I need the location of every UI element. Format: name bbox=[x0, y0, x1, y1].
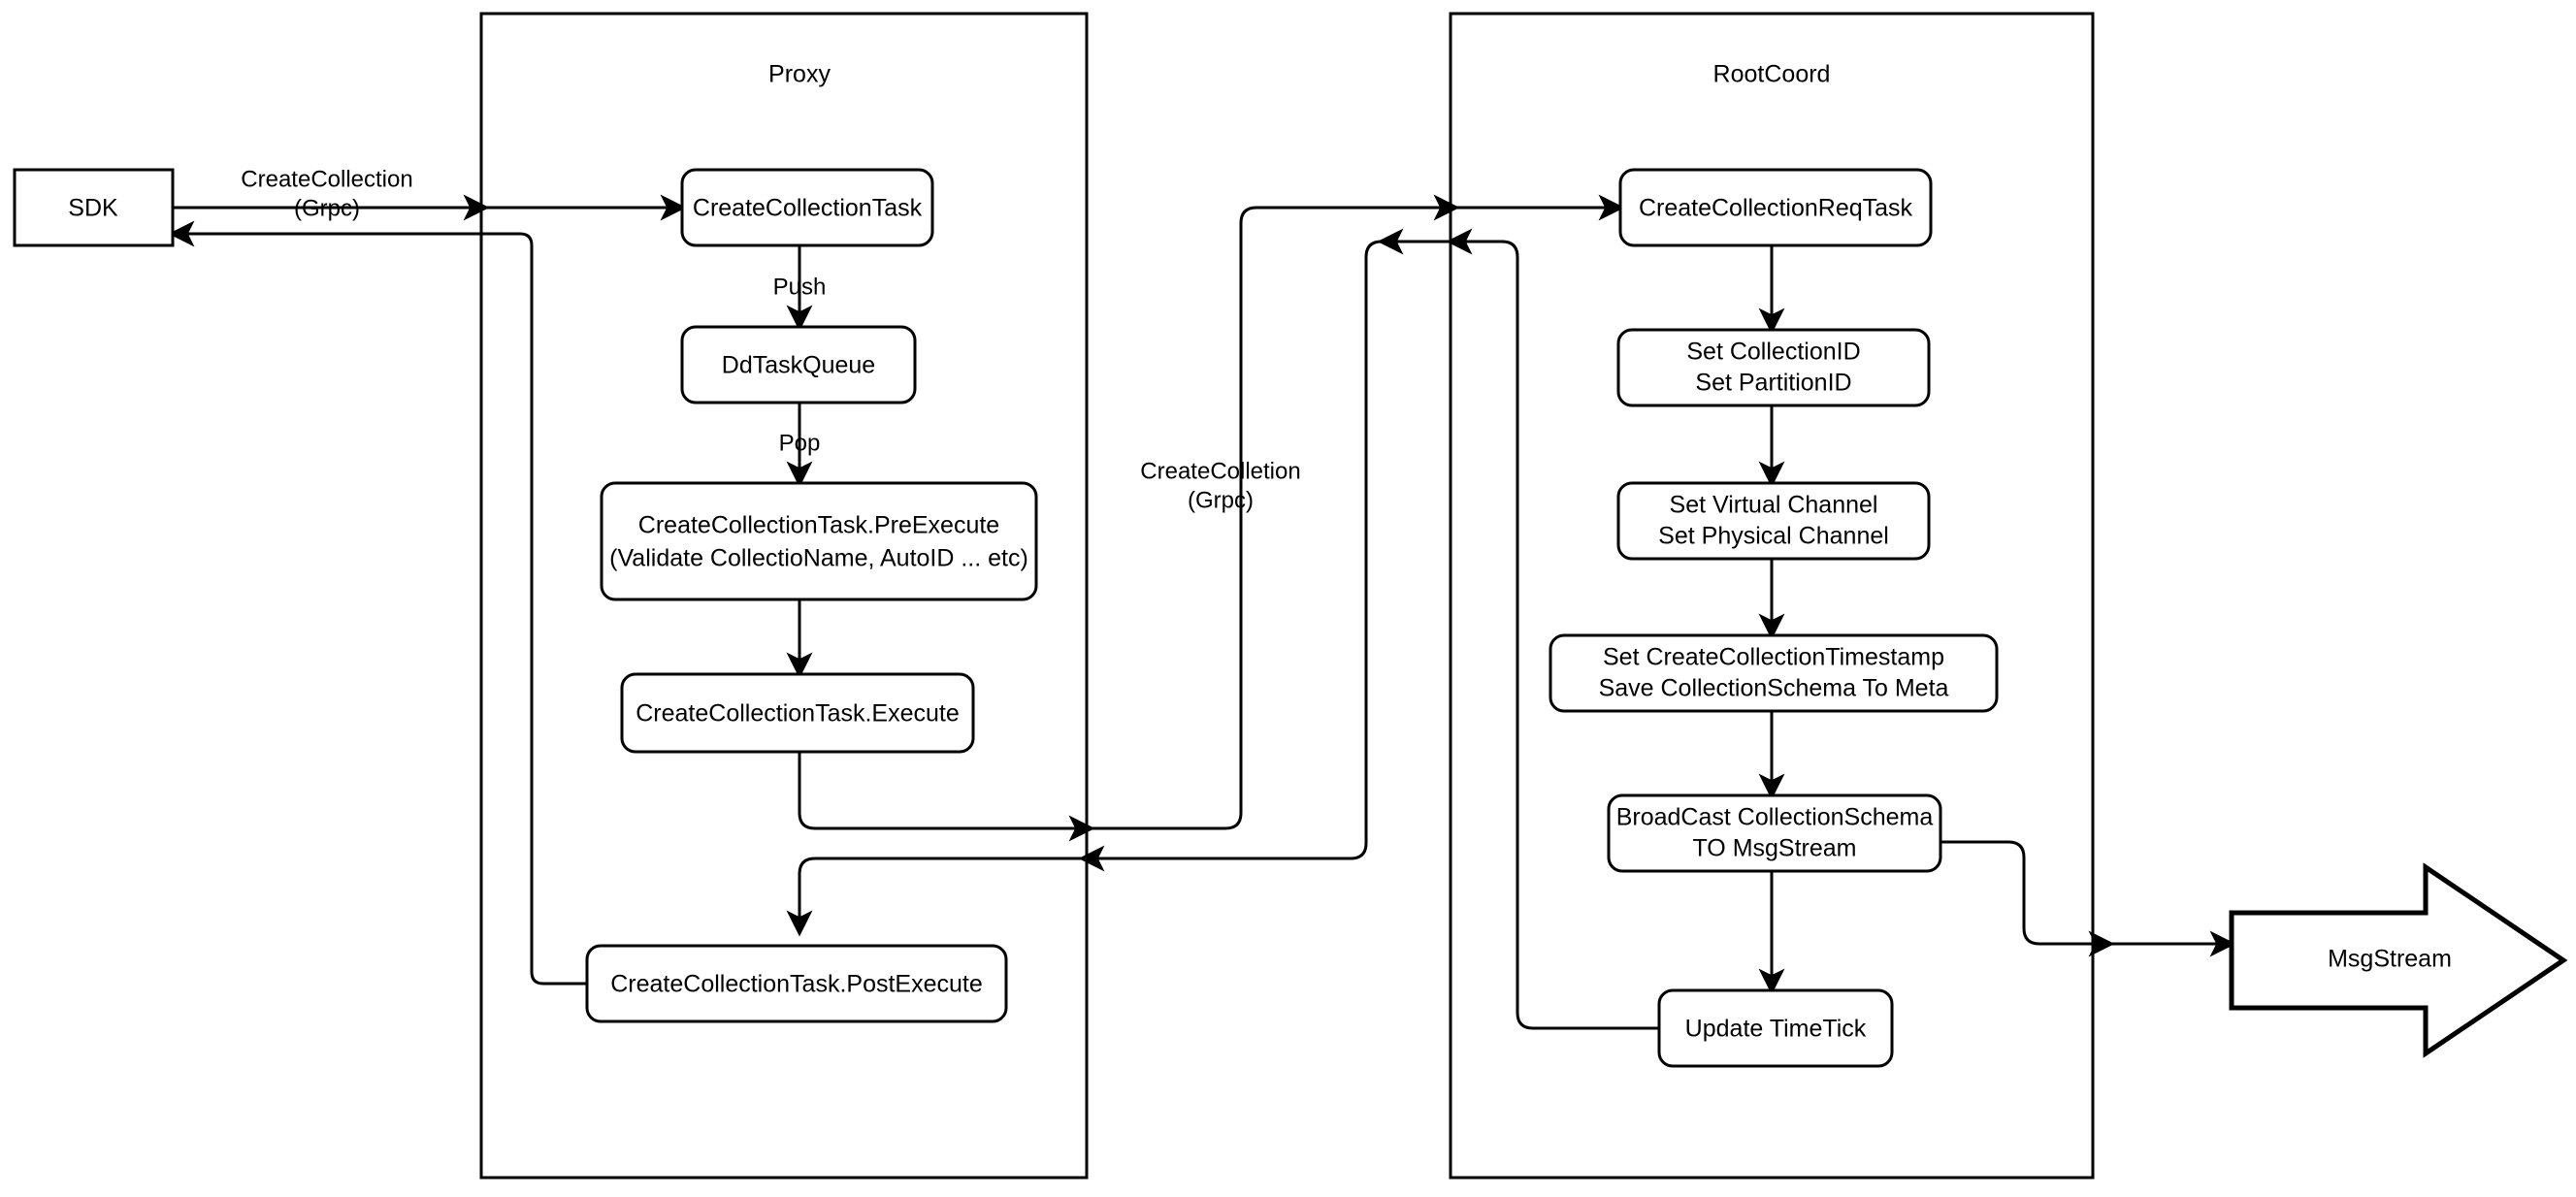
node-create-collection-req-task-box[interactable] bbox=[1618, 168, 1933, 247]
edge-execute-out-right bbox=[798, 752, 1077, 830]
edge-proxy-to-rootcoord-request bbox=[1087, 194, 1625, 830]
node-update-timetick[interactable]: Update TimeTick bbox=[1657, 988, 1894, 1068]
node-set-ids-label-line1: Set CollectionID bbox=[1686, 339, 1860, 366]
node-set-channel-label-line2: Set Physical Channel bbox=[1658, 523, 1889, 550]
node-create-collection-task-box[interactable] bbox=[680, 168, 934, 247]
node-pre-execute[interactable]: CreateCollectionTask.PreExecute (Validat… bbox=[600, 481, 1038, 601]
node-set-ids[interactable]: Set CollectionID Set PartitionID bbox=[1616, 328, 1931, 407]
node-set-meta[interactable]: Set CreateCollectionTimestamp Save Colle… bbox=[1549, 633, 1999, 713]
node-dd-task-queue-box[interactable] bbox=[680, 325, 917, 404]
edge-label-create-colletion-grpc: CreateColletion (Grpc) bbox=[1140, 458, 1300, 513]
node-dd-task-queue[interactable]: DdTaskQueue bbox=[680, 325, 917, 404]
edge-label-create-collection-grpc: CreateCollection (Grpc) bbox=[241, 166, 412, 221]
edge-label-create-collection-grpc-line2: (Grpc) bbox=[294, 195, 360, 221]
edge-timetick-back-to-proxy-left bbox=[1377, 228, 1659, 1030]
node-msgstream-arrow-shape[interactable] bbox=[2229, 862, 2568, 1058]
node-set-channel-box[interactable] bbox=[1616, 481, 1931, 561]
node-create-collection-req-task[interactable]: CreateCollectionReqTask bbox=[1618, 168, 1933, 247]
container-proxy-label: Proxy bbox=[768, 61, 831, 88]
node-update-timetick-label: Update TimeTick bbox=[1685, 1016, 1867, 1043]
node-post-execute-box[interactable] bbox=[585, 944, 1008, 1023]
node-post-execute[interactable]: CreateCollectionTask.PostExecute bbox=[585, 944, 1008, 1023]
edge-label-push: Push bbox=[773, 274, 827, 300]
node-pre-execute-box[interactable] bbox=[600, 481, 1038, 601]
edge-label-create-colletion-grpc-line1: CreateColletion bbox=[1140, 458, 1300, 484]
edge-postexecute-to-sdk bbox=[168, 220, 587, 986]
node-sdk[interactable]: SDK bbox=[13, 168, 175, 247]
edge-label-pop: Pop bbox=[779, 430, 821, 456]
node-broadcast-box[interactable] bbox=[1607, 793, 1942, 873]
node-broadcast[interactable]: BroadCast CollectionSchema TO MsgStream bbox=[1607, 793, 1942, 873]
node-msgstream-label: MsgStream bbox=[2328, 946, 2452, 973]
node-broadcast-label-line1: BroadCast CollectionSchema bbox=[1616, 804, 1934, 831]
node-sdk-label: SDK bbox=[68, 195, 118, 222]
node-sdk-box[interactable] bbox=[13, 168, 175, 247]
node-dd-task-queue-label: DdTaskQueue bbox=[722, 352, 875, 379]
edge-label-create-collection-grpc-line1: CreateCollection bbox=[241, 166, 412, 192]
node-execute-label: CreateCollectionTask.Execute bbox=[636, 700, 960, 728]
node-set-ids-label-line2: Set PartitionID bbox=[1695, 370, 1851, 397]
edge-return-to-postexecute bbox=[786, 857, 1087, 937]
edge-label-create-colletion-grpc-line2: (Grpc) bbox=[1188, 487, 1254, 513]
node-post-execute-label: CreateCollectionTask.PostExecute bbox=[610, 971, 983, 998]
node-set-ids-box[interactable] bbox=[1616, 328, 1931, 407]
node-set-channel-label-line1: Set Virtual Channel bbox=[1670, 492, 1878, 519]
node-pre-execute-label-line1: CreateCollectionTask.PreExecute bbox=[638, 512, 999, 539]
node-set-channel[interactable]: Set Virtual Channel Set Physical Channel bbox=[1616, 481, 1931, 561]
edge-rootcoord-return-down bbox=[1091, 240, 1383, 860]
edge-broadcast-to-msgstream bbox=[1940, 840, 2236, 957]
node-msgstream[interactable]: MsgStream bbox=[2229, 862, 2568, 1058]
node-set-meta-box[interactable] bbox=[1549, 633, 1999, 713]
node-pre-execute-label-line2: (Validate CollectioName, AutoID ... etc) bbox=[609, 545, 1028, 572]
node-update-timetick-box[interactable] bbox=[1657, 988, 1894, 1068]
container-rootcoord-label: RootCoord bbox=[1713, 61, 1831, 88]
node-set-meta-label-line1: Set CreateCollectionTimestamp bbox=[1603, 644, 1944, 671]
node-set-meta-label-line2: Save CollectionSchema To Meta bbox=[1599, 675, 1949, 702]
node-broadcast-label-line2: TO MsgStream bbox=[1692, 835, 1856, 862]
node-create-collection-task[interactable]: CreateCollectionTask bbox=[680, 168, 934, 247]
node-create-collection-task-label: CreateCollectionTask bbox=[693, 195, 923, 222]
node-create-collection-req-task-label: CreateCollectionReqTask bbox=[1639, 195, 1913, 222]
node-execute-box[interactable] bbox=[620, 672, 975, 754]
node-execute[interactable]: CreateCollectionTask.Execute bbox=[620, 672, 975, 754]
